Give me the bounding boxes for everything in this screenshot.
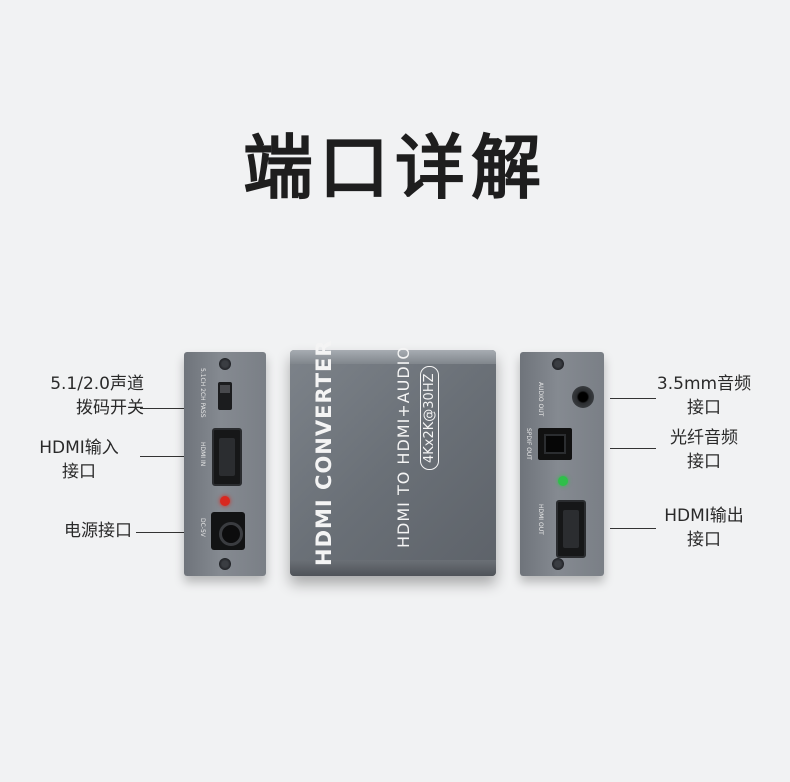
leader-hdmi-out (610, 528, 656, 529)
power-led (220, 496, 230, 506)
label-optical: 光纤音频 接口 (670, 428, 738, 472)
leader-hdmi-in (140, 456, 184, 457)
screw-icon (552, 558, 564, 570)
converter-top-edge (290, 350, 496, 364)
dc-power-port[interactable] (211, 512, 245, 550)
brand-text: HDMI CONVERTER (312, 339, 336, 566)
leader-optical (610, 448, 656, 449)
hdmi-out-port[interactable] (556, 500, 586, 558)
right-panel: AUDIO OUT SPDIF OUT HDMI OUT (520, 352, 604, 576)
hdmi-out-label: HDMI OUT (537, 504, 544, 535)
leader-dip-switch (140, 408, 184, 409)
audio-out-label: AUDIO OUT (537, 382, 544, 417)
hdmi-in-label: HDMI IN (199, 442, 206, 467)
converter-body (290, 350, 496, 576)
label-hdmi-in: HDMI输入 接口 (39, 438, 119, 482)
screw-icon (552, 358, 564, 370)
dc-label: DC-5V (199, 518, 206, 537)
dip-switch[interactable] (218, 382, 232, 410)
audio-jack-port[interactable] (572, 386, 594, 408)
status-led (558, 476, 568, 486)
spdif-out-label: SPDIF OUT (525, 428, 532, 460)
optical-port[interactable] (538, 428, 572, 460)
hdmi-in-port[interactable] (212, 428, 242, 486)
page-title: 端口详解 (243, 127, 547, 209)
leader-audio (610, 398, 656, 399)
screw-icon (219, 358, 231, 370)
label-hdmi-out: HDMI输出 接口 (664, 506, 744, 550)
leader-power (136, 532, 184, 533)
screw-icon (219, 558, 231, 570)
label-audio-jack: 3.5mm音频 接口 (656, 374, 752, 418)
dip-switch-label: 5.1CH 2CH PASS (199, 368, 206, 418)
model-text: HDMI TO HDMI+AUDIO (394, 346, 413, 548)
left-panel: 5.1CH 2CH PASS HDMI IN DC-5V (184, 352, 266, 576)
label-dip-switch: 5.1/2.0声道 拨码开关 (50, 374, 144, 418)
spec-badge: 4Kx2K@30HZ (420, 366, 439, 470)
label-power: 电源接口 (64, 521, 132, 541)
converter-bottom-edge (290, 560, 496, 576)
